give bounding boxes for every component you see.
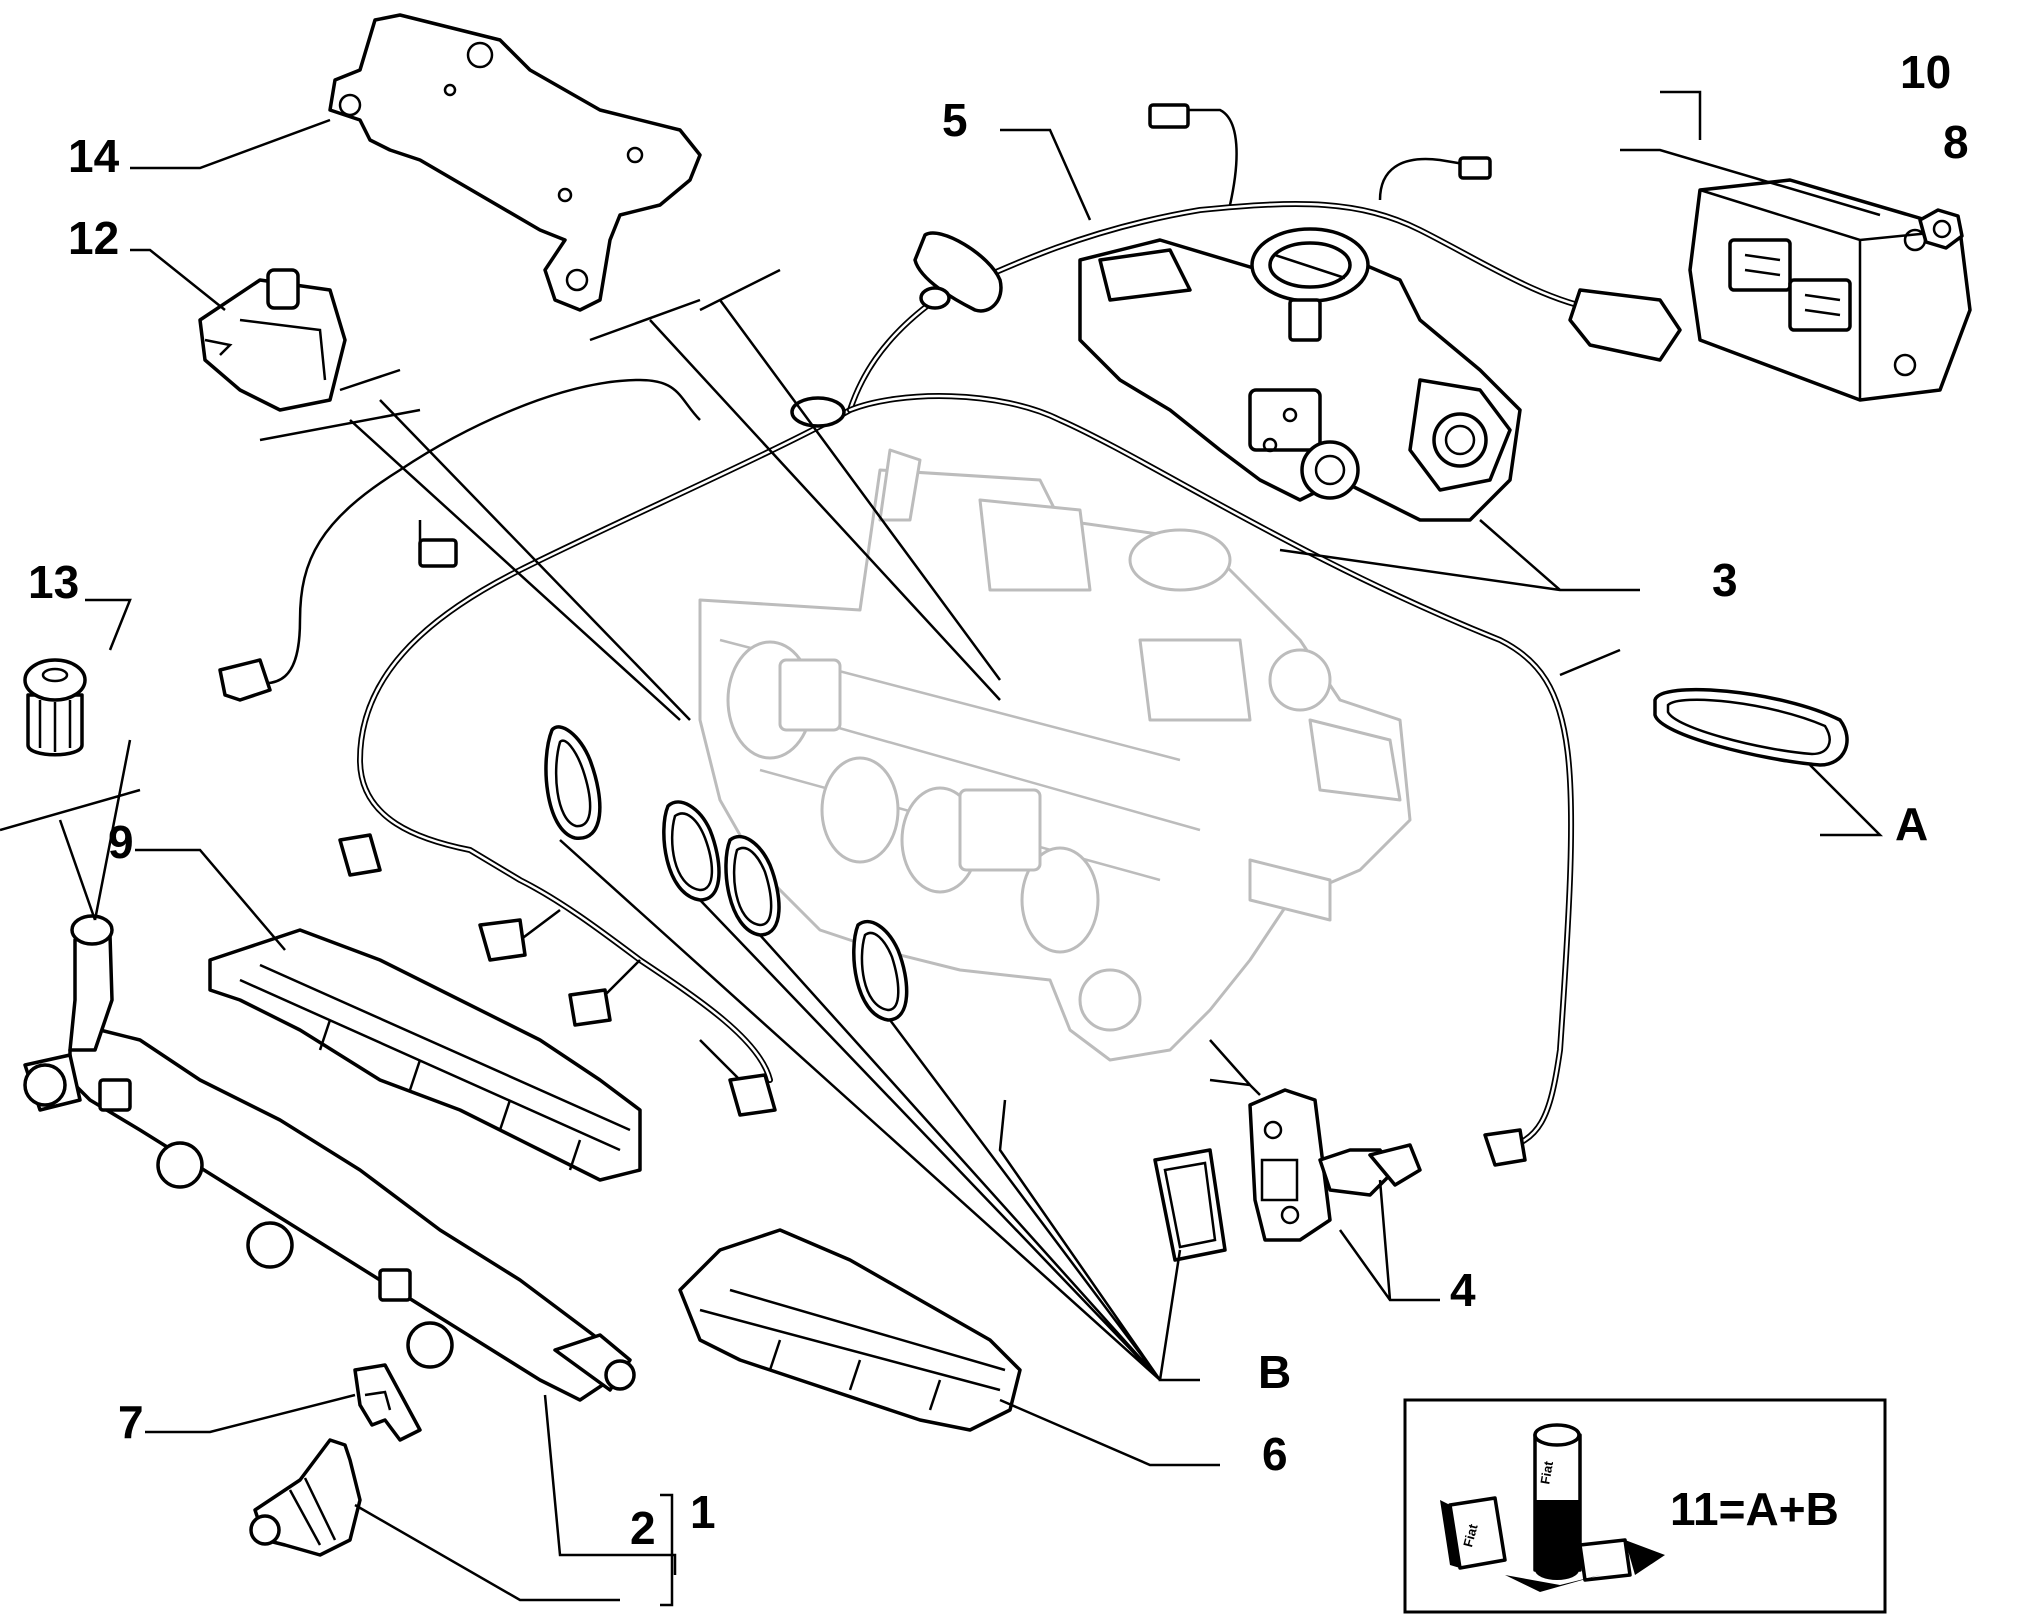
injector — [249, 1438, 362, 1557]
wiring-harness — [218, 103, 1682, 1167]
clip — [353, 1363, 422, 1442]
callout-13: 13 — [28, 556, 79, 608]
callout-1: 1 — [690, 1486, 716, 1538]
sensor — [1248, 1088, 1422, 1242]
callout-2: 2 — [630, 1502, 656, 1554]
kit-box: Fiat Fiat 11=A+B — [1403, 1398, 1887, 1614]
callout-8: 8 — [1943, 116, 1969, 168]
pressure-regulator — [198, 268, 347, 412]
callout-B: B — [1258, 1346, 1291, 1398]
callout-4: 4 — [1450, 1264, 1476, 1316]
leader-lines — [0, 90, 1884, 1607]
sealant-tube-icon: Fiat — [1533, 1423, 1582, 1580]
nut — [1918, 208, 1964, 250]
fuel-rail — [23, 914, 636, 1402]
injector-cover — [208, 928, 642, 1182]
kit-formula: 11=A+B — [1670, 1483, 1839, 1535]
bracket — [328, 13, 702, 312]
kit-package-icon: Fiat — [1440, 1496, 1665, 1592]
callout-9: 9 — [108, 816, 134, 868]
callout-6: 6 — [1262, 1428, 1288, 1480]
callout-3: 3 — [1712, 554, 1738, 606]
tube-brand-label: Fiat — [1537, 1459, 1556, 1485]
throttle-gasket — [1653, 687, 1849, 767]
filter-cap — [23, 658, 87, 757]
callout-A: A — [1895, 798, 1928, 850]
callout-10: 10 — [1900, 46, 1951, 98]
callout-5: 5 — [942, 94, 968, 146]
lower-cover — [678, 1228, 1022, 1432]
control-unit — [1688, 178, 1972, 402]
intake-gaskets — [544, 725, 1227, 1262]
box-brand-label: Fiat — [1460, 1522, 1481, 1549]
callout-12: 12 — [68, 212, 119, 264]
callout-7: 7 — [118, 1396, 144, 1448]
intake-manifold — [698, 448, 1412, 1062]
callout-14: 14 — [68, 130, 120, 182]
throttle-body — [1078, 227, 1522, 522]
callout-labels: 14 12 13 9 5 10 8 3 A 4 B 6 7 1 2 — [28, 46, 1969, 1554]
